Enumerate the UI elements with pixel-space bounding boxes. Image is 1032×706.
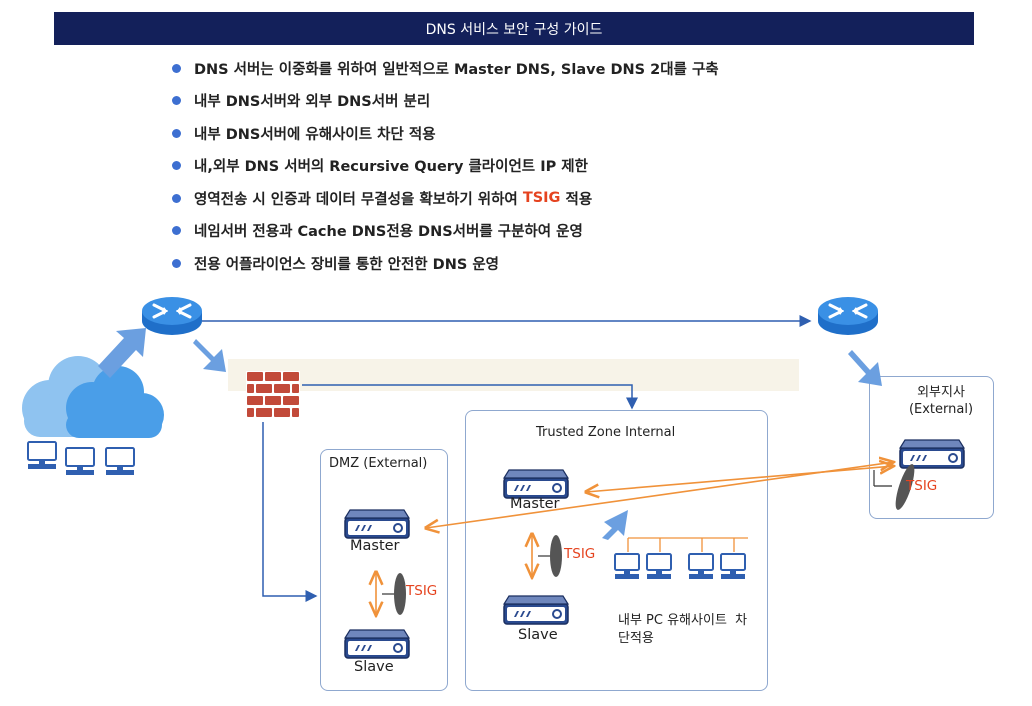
branch-server-icon — [899, 439, 965, 469]
tsig-key-icon — [538, 535, 562, 577]
traffic-arrows — [98, 328, 882, 540]
bullet-icon — [172, 193, 181, 203]
guideline-list: DNS 서버는 이중화를 위하여 일반적으로 Master DNS, Slave… — [172, 52, 719, 280]
trusted-slave-label: Slave — [518, 627, 558, 643]
list-item: DNS 서버는 이중화를 위하여 일반적으로 Master DNS, Slave… — [172, 52, 719, 85]
bullet-icon — [172, 161, 181, 171]
dmz-tsig-label: TSIG — [406, 583, 438, 599]
list-item: 네임서버 전용과 Cache DNS전용 DNS서버를 구분하여 운영 — [172, 215, 719, 248]
client-pc-icon — [27, 441, 135, 476]
list-item: 내부 DNS서버와 외부 DNS서버 분리 — [172, 85, 719, 118]
dmz-master-server-icon — [344, 509, 410, 539]
list-item: 내,외부 DNS 서버의 Recursive Query 클라이언트 IP 제한 — [172, 150, 719, 183]
internal-pc-note: 내부 PC 유해사이트 차 단적용 — [618, 613, 748, 646]
bullet-icon — [172, 96, 181, 106]
trusted-tsig-label: TSIG — [564, 546, 596, 562]
trusted-master-label: Master — [510, 496, 560, 512]
bullet-icon — [172, 63, 181, 73]
branch-tsig-label: TSIG — [906, 478, 938, 494]
main-router-icon — [140, 295, 204, 337]
firewall-to-dmz-link — [262, 422, 318, 602]
bullet-icon — [172, 258, 181, 268]
list-item: 전용 어플라이언스 장비를 통한 안전한 DNS 운영 — [172, 247, 719, 280]
list-item: 내부 DNS서버에 유해사이트 차단 적용 — [172, 117, 719, 150]
internet-cloud-icon — [22, 356, 164, 438]
branch-router-icon — [816, 295, 880, 337]
firewall-icon — [246, 371, 300, 419]
dmz-zone-title: DMZ (External) — [329, 456, 428, 471]
dmz-slave-label: Slave — [354, 659, 394, 675]
branch-zone-title: 외부지사 (External) — [908, 385, 974, 417]
page-title: DNS 서비스 보안 구성 가이드 — [54, 12, 974, 45]
dmz-slave-server-icon — [344, 629, 410, 659]
trusted-master-server-icon — [503, 469, 569, 499]
tsig-highlight: TSIG — [522, 190, 561, 207]
trusted-branch-transfer-arrow — [586, 466, 894, 492]
tsig-key-icon — [382, 573, 406, 615]
firewall-to-trusted-link — [302, 384, 638, 410]
trusted-zone-title: Trusted Zone Internal — [536, 425, 676, 440]
list-item: 영역전송 시 인증과 데이터 무결성을 확보하기 위하여 TSIG 적용 — [172, 182, 719, 215]
dmz-master-label: Master — [350, 538, 400, 554]
bullet-icon — [172, 128, 181, 138]
tsig-key-icon — [873, 464, 915, 510]
internal-pc-icon — [614, 537, 748, 580]
bullet-icon — [172, 226, 181, 236]
trusted-slave-server-icon — [503, 595, 569, 625]
